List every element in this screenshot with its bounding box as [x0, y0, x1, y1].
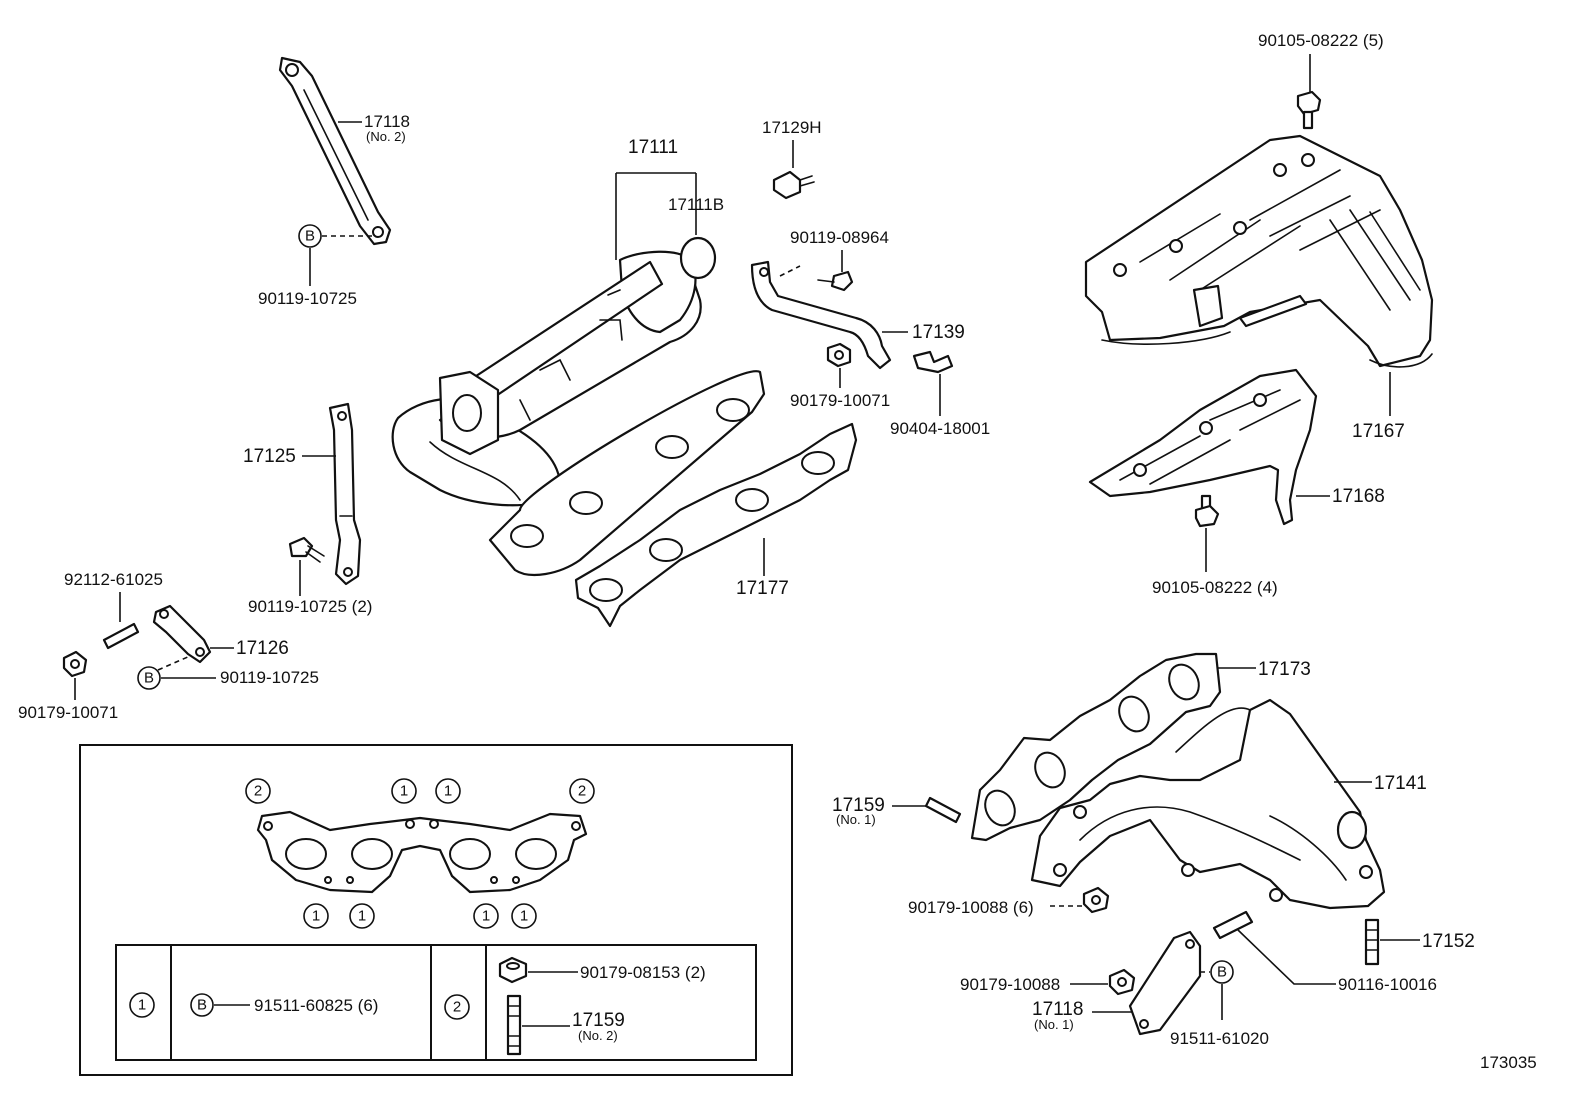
label-17118-no2: 17118	[364, 112, 410, 131]
marker-one-d: 1	[349, 903, 375, 929]
nut-90179-10071-a[interactable]	[826, 342, 852, 368]
vacuum-fitting-17129H[interactable]	[772, 170, 815, 200]
marker-one-e: 1	[473, 903, 499, 929]
label-91511-61020: 91511-61020	[1170, 1029, 1269, 1048]
figure-number: 173035	[1480, 1053, 1537, 1072]
label-90179-10071-b: 90179-10071	[18, 703, 118, 722]
label-17152: 17152	[1422, 931, 1475, 952]
label-17173: 17173	[1258, 659, 1311, 680]
label-17111B: 17111B	[668, 195, 724, 214]
heat-insulator-17167[interactable]	[1084, 134, 1434, 368]
bracket-17126[interactable]	[152, 604, 212, 664]
intake-manifold-17111[interactable]	[391, 250, 766, 577]
stud-17159-no1[interactable]	[924, 796, 962, 824]
legend-one-marker: 1	[129, 992, 155, 1018]
legend-bolt-b[interactable]: B	[190, 993, 214, 1017]
svg-text:1: 1	[400, 783, 408, 800]
label-17126: 17126	[236, 638, 289, 659]
label-17141: 17141	[1374, 773, 1427, 794]
label-17118-no1: 17118	[1032, 999, 1083, 1020]
svg-text:1: 1	[444, 783, 452, 800]
label-17159-no2: 17159	[572, 1010, 625, 1031]
marker-two-left: 2	[245, 778, 271, 804]
label-17111: 17111	[628, 137, 678, 158]
marker-one-c: 1	[303, 903, 329, 929]
nut-90179-10071-b[interactable]	[62, 650, 88, 678]
label-90179-08153-2: 90179-08153 (2)	[580, 963, 706, 982]
stay-bar-17118-no2[interactable]	[278, 56, 392, 246]
label-90179-10088: 90179-10088	[960, 975, 1060, 994]
label-17167: 17167	[1352, 421, 1405, 442]
svg-text:2: 2	[254, 783, 262, 800]
marker-two-right: 2	[569, 778, 595, 804]
label-90404-18001: 90404-18001	[890, 419, 990, 438]
bolt-90105-08222-lower[interactable]	[1194, 494, 1220, 528]
svg-text:1: 1	[358, 908, 366, 925]
bolt-b-symbol[interactable]	[298, 224, 322, 248]
plug-17111B[interactable]	[679, 236, 717, 280]
label-17168: 17168	[1332, 486, 1385, 507]
label-17159-no2-sub: (No. 2)	[578, 1028, 618, 1043]
gasket-17177[interactable]	[574, 422, 858, 628]
svg-text:1: 1	[312, 908, 320, 925]
bolt-b-symbol-3[interactable]	[1210, 960, 1234, 984]
kit-gasket-illustration[interactable]	[256, 810, 588, 894]
label-90179-10071-a: 90179-10071	[790, 391, 890, 410]
svg-text:B: B	[197, 997, 207, 1014]
legend-two-marker: 2	[444, 994, 470, 1020]
union-90404-18001[interactable]	[912, 350, 954, 374]
stud-92112-61025[interactable]	[102, 622, 140, 650]
stud-17159-no2[interactable]	[506, 994, 522, 1056]
nut-90179-10088[interactable]	[1108, 968, 1136, 996]
svg-text:2: 2	[453, 999, 461, 1016]
stud-90116-10016[interactable]	[1212, 910, 1254, 940]
nut-90179-08153[interactable]	[498, 956, 528, 984]
gasket-kit-box	[79, 744, 793, 1076]
label-90119-10725-a: 90119-10725	[258, 289, 357, 308]
marker-one-f: 1	[511, 903, 537, 929]
label-17118-no2-sub: (No. 2)	[366, 129, 406, 144]
label-91511-60825-6: 91511-60825 (6)	[254, 996, 378, 1015]
bolt-90119-10725-2[interactable]	[288, 536, 325, 563]
svg-text:1: 1	[482, 908, 490, 925]
label-17159-no1: 17159	[832, 795, 885, 816]
label-17177: 17177	[736, 578, 789, 599]
label-92112-61025: 92112-61025	[64, 570, 163, 589]
svg-text:2: 2	[578, 783, 586, 800]
label-90116-10016: 90116-10016	[1338, 975, 1437, 994]
label-17118-no1-sub: (No. 1)	[1034, 1017, 1074, 1032]
gasket-17173[interactable]	[970, 652, 1222, 842]
svg-text:1: 1	[138, 997, 146, 1014]
label-17125: 17125	[243, 446, 296, 467]
marker-one-a: 1	[391, 778, 417, 804]
label-90105-08222-5: 90105-08222 (5)	[1258, 31, 1384, 50]
bolt-b-letter-3: B	[1217, 964, 1227, 981]
bolt-b-symbol-2[interactable]	[137, 666, 161, 690]
bolt-b-letter-2: B	[144, 670, 154, 687]
heat-insulator-17168[interactable]	[1088, 368, 1318, 526]
bolt-b-letter: B	[305, 228, 315, 245]
exhaust-manifold-17141[interactable]	[1030, 698, 1386, 910]
pipe-17139[interactable]	[750, 260, 892, 370]
bolt-90105-08222-top[interactable]	[1296, 90, 1322, 130]
label-90179-10088-6: 90179-10088 (6)	[908, 898, 1034, 917]
stay-bar-17118-no1[interactable]	[1128, 930, 1202, 1036]
label-17129H: 17129H	[762, 118, 822, 137]
label-17139: 17139	[912, 322, 965, 343]
svg-text:1: 1	[520, 908, 528, 925]
label-90105-08222-4: 90105-08222 (4)	[1152, 578, 1278, 597]
stud-17152[interactable]	[1364, 918, 1380, 966]
label-90119-08964: 90119-08964	[790, 228, 889, 247]
kit-legend-table	[115, 944, 757, 1061]
label-90119-10725-2: 90119-10725 (2)	[248, 597, 372, 616]
label-90119-10725-b: 90119-10725	[220, 668, 319, 687]
label-17159-no1-sub: (No. 1)	[836, 812, 876, 827]
bolt-90119-08964[interactable]	[817, 270, 854, 292]
marker-one-b: 1	[435, 778, 461, 804]
stay-17125[interactable]	[328, 402, 362, 586]
nut-90179-10088-6[interactable]	[1082, 886, 1110, 914]
